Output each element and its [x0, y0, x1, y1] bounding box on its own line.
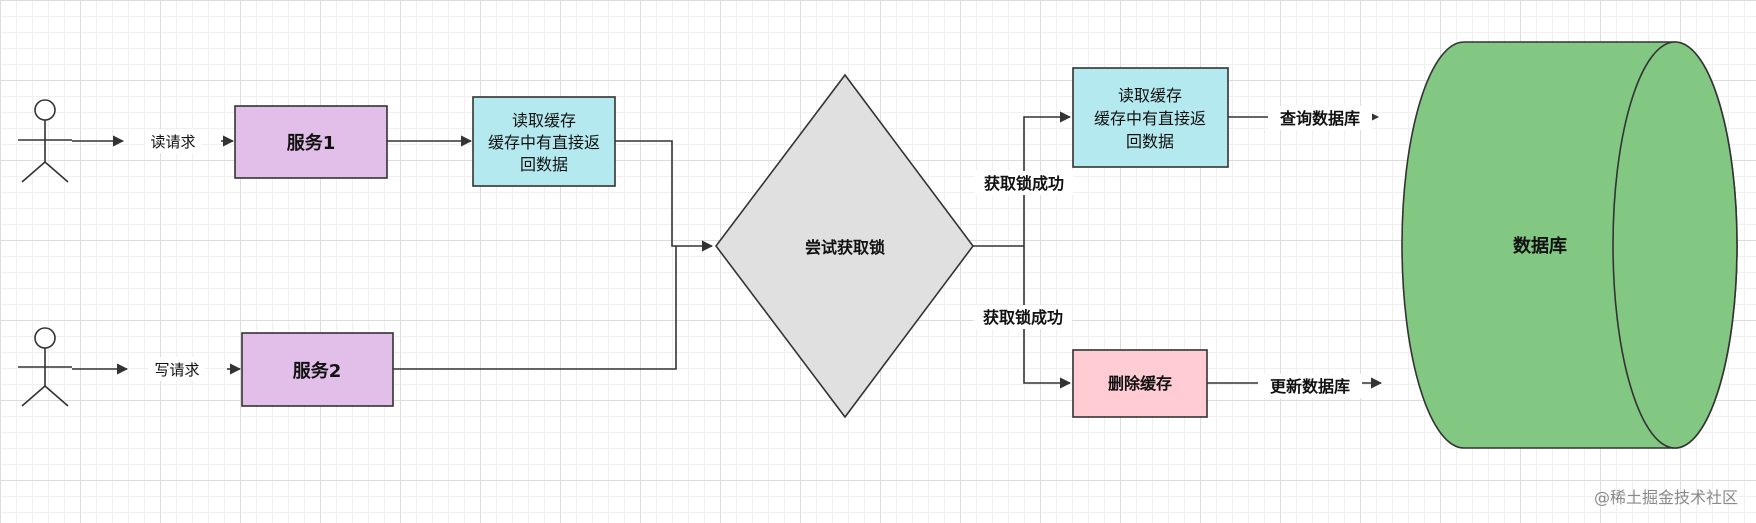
service1-label: 服务1 — [287, 132, 336, 154]
delete-cache-label: 删除缓存 — [1108, 374, 1172, 393]
query-db-label: 查询数据库 — [1280, 109, 1360, 128]
watermark-text: @稀土掘金技术社区 — [1594, 488, 1738, 507]
edge-lock-to-delete — [1023, 246, 1072, 389]
database-cylinder — [1401, 41, 1738, 449]
read-cache-right-line2: 缓存中有直接返 — [1094, 109, 1206, 128]
read-cache-left-line3: 回数据 — [520, 155, 568, 174]
edge-service2-to-lock — [393, 246, 677, 370]
service2-box — [241, 332, 394, 407]
delete-cache-box — [1072, 349, 1208, 418]
read-cache-right-box — [1072, 67, 1229, 168]
edge-cache-to-lock — [615, 140, 714, 252]
try-lock-diamond — [714, 73, 974, 419]
read-cache-right-line1: 读取缓存 — [1118, 86, 1182, 105]
actor-write — [18, 327, 72, 407]
read-cache-left-box — [472, 96, 616, 187]
lock-success-top-label: 获取锁成功 — [984, 174, 1064, 193]
service1-box — [234, 105, 388, 179]
lock-success-bottom-label: 获取锁成功 — [983, 308, 1063, 327]
read-cache-left-line2: 缓存中有直接返 — [488, 133, 600, 152]
actor-read — [18, 99, 72, 183]
read-cache-right-line3: 回数据 — [1126, 132, 1174, 151]
read-request-label: 读请求 — [150, 133, 195, 151]
try-lock-label: 尝试获取锁 — [805, 238, 885, 257]
service2-label: 服务2 — [293, 360, 342, 382]
read-cache-left-line1: 读取缓存 — [512, 111, 576, 130]
edge-lock-to-read-cache — [1023, 111, 1072, 246]
write-request-label: 写请求 — [154, 361, 199, 379]
database-label: 数据库 — [1513, 235, 1567, 257]
update-db-label: 更新数据库 — [1270, 377, 1350, 396]
